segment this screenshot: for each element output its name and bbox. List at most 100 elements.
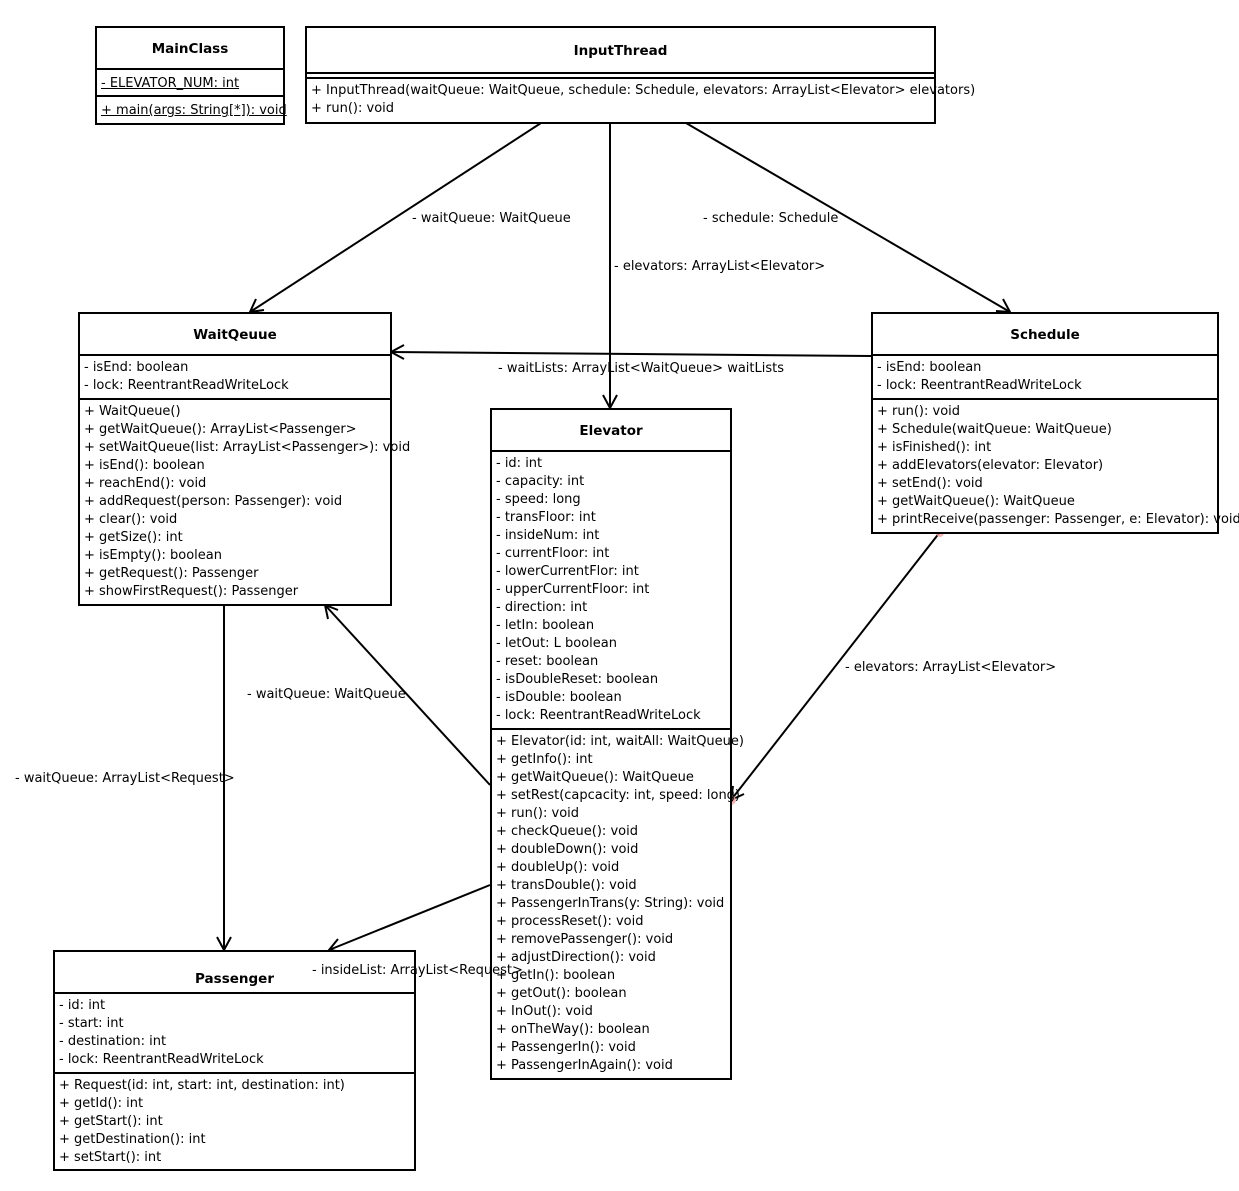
method: + isEnd(): boolean xyxy=(84,458,205,473)
method: + WaitQueue() xyxy=(84,404,181,419)
method: + main(args: String[*]): void xyxy=(101,103,287,118)
method: + getDestination(): int xyxy=(59,1132,206,1147)
label-input-schedule: - schedule: Schedule xyxy=(703,211,839,226)
method: + isEmpty(): boolean xyxy=(84,548,222,563)
assoc-schedule-waitqueue xyxy=(390,351,872,357)
attributes-section: - isEnd: boolean - lock: ReentrantReadWr… xyxy=(80,354,390,398)
attribute: - isDoubleReset: boolean xyxy=(496,672,659,687)
attribute: - upperCurrentFloor: int xyxy=(496,582,650,597)
attribute: - transFloor: int xyxy=(496,510,596,525)
method: + adjustDirection(): void xyxy=(496,950,656,965)
method: + getWaitQueue(): WaitQueue xyxy=(877,494,1075,509)
method: + processReset(): void xyxy=(496,914,644,929)
attributes-section xyxy=(307,72,934,77)
attribute: - lock: ReentrantReadWriteLock xyxy=(877,378,1082,393)
class-elevator[interactable]: Elevator - id: int - capacity: int - spe… xyxy=(490,408,744,1080)
method: + reachEnd(): void xyxy=(84,476,207,491)
methods-section: + Elevator(id: int, waitAll: WaitQueue) … xyxy=(492,728,744,1078)
method: + setStart(): int xyxy=(59,1150,162,1165)
class-inputthread[interactable]: InputThread + InputThread(waitQueue: Wai… xyxy=(305,26,975,124)
attribute: - isEnd: boolean xyxy=(84,360,189,375)
attribute: - lock: ReentrantReadWriteLock xyxy=(84,378,289,393)
class-mainclass[interactable]: MainClass - ELEVATOR_NUM: int + main(arg… xyxy=(95,26,287,125)
method: + Request(id: int, start: int, destinati… xyxy=(59,1078,345,1093)
method: + addRequest(person: Passenger): void xyxy=(84,494,343,509)
method: + checkQueue(): void xyxy=(496,824,638,839)
method: + PassengerInAgain(): void xyxy=(496,1058,673,1073)
method: + getId(): int xyxy=(59,1096,144,1111)
method: + getInfo(): int xyxy=(496,752,593,767)
label-input-elevators: - elevators: ArrayList<Elevator> xyxy=(614,259,826,274)
method: + removePassenger(): void xyxy=(496,932,674,947)
label-schedule-waitlists: - waitLists: ArrayList<WaitQueue> waitLi… xyxy=(498,361,785,376)
method: + getWaitQueue(): WaitQueue xyxy=(496,770,694,785)
attribute: - isDouble: boolean xyxy=(496,690,622,705)
method: + isFinished(): int xyxy=(877,440,992,455)
assoc-schedule-elevator xyxy=(730,531,941,801)
attribute: - id: int xyxy=(59,998,106,1013)
method: + getIn(): boolean xyxy=(496,968,616,983)
class-name: WaitQeuue xyxy=(193,327,277,343)
attribute: - lock: ReentrantReadWriteLock xyxy=(496,708,701,723)
assoc-input-waitqueue xyxy=(249,122,542,313)
method: + Elevator(id: int, waitAll: WaitQueue) xyxy=(496,734,744,749)
methods-section: + main(args: String[*]): void xyxy=(97,95,287,123)
method: + printReceive(passenger: Passenger, e: … xyxy=(877,512,1239,527)
assoc-elevator-passenger xyxy=(328,884,491,951)
method: + doubleUp(): void xyxy=(496,860,620,875)
class-schedule[interactable]: Schedule - isEnd: boolean - lock: Reentr… xyxy=(871,312,1239,534)
method: + setEnd(): void xyxy=(877,476,983,491)
class-name: Schedule xyxy=(1010,327,1080,343)
method: + doubleDown(): void xyxy=(496,842,639,857)
attributes-section: - id: int - capacity: int - speed: long … xyxy=(492,450,730,728)
attribute: - capacity: int xyxy=(496,474,585,489)
attributes-section: - id: int - start: int - destination: in… xyxy=(55,992,414,1072)
label-waitqueue-passenger: - waitQueue: ArrayList<Request> xyxy=(15,771,235,786)
method: + getSize(): int xyxy=(84,530,183,545)
methods-section: + WaitQueue() + getWaitQueue(): ArrayLis… xyxy=(80,398,411,604)
method: + InOut(): void xyxy=(496,1004,593,1019)
method: + getStart(): int xyxy=(59,1114,163,1129)
method: + run(): void xyxy=(877,404,961,419)
attribute: - letIn: boolean xyxy=(496,618,595,633)
method: + addElevators(elevator: Elevator) xyxy=(877,458,1104,473)
attribute: - speed: long xyxy=(496,492,581,507)
attribute: - start: int xyxy=(59,1016,124,1031)
attribute: - id: int xyxy=(496,456,543,471)
method: + getRequest(): Passenger xyxy=(84,566,259,581)
label-input-waitqueue: - waitQueue: WaitQueue xyxy=(412,211,571,226)
method: + onTheWay(): boolean xyxy=(496,1022,650,1037)
attribute: - insideNum: int xyxy=(496,528,600,543)
method: + setWaitQueue(list: ArrayList<Passenger… xyxy=(84,440,411,455)
methods-section: + Request(id: int, start: int, destinati… xyxy=(55,1072,414,1170)
method: + getWaitQueue(): ArrayList<Passenger> xyxy=(84,422,357,437)
label-elevator-waitqueue: - waitQueue: WaitQueue xyxy=(247,687,406,702)
attribute: - reset: boolean xyxy=(496,654,599,669)
method: + transDouble(): void xyxy=(496,878,637,893)
attribute: - isEnd: boolean xyxy=(877,360,982,375)
method: + getOut(): boolean xyxy=(496,986,627,1001)
class-name: MainClass xyxy=(151,41,229,57)
attribute: - lowerCurrentFlor: int xyxy=(496,564,639,579)
label-elevator-insidelist: - insideList: ArrayList<Request> xyxy=(312,963,523,978)
method: + clear(): void xyxy=(84,512,178,527)
class-name: InputThread xyxy=(573,43,668,59)
attributes-section: - ELEVATOR_NUM: int xyxy=(97,68,283,95)
method: + showFirstRequest(): Passenger xyxy=(84,584,299,599)
class-passenger[interactable]: Passenger - id: int - start: int - desti… xyxy=(53,950,416,1171)
method: + run(): void xyxy=(496,806,580,821)
attributes-section: - isEnd: boolean - lock: ReentrantReadWr… xyxy=(873,354,1217,398)
method: + PassengerInTrans(y: String): void xyxy=(496,896,725,911)
assoc-elevator-waitqueue xyxy=(324,604,491,786)
methods-section: + InputThread(waitQueue: WaitQueue, sche… xyxy=(307,77,975,121)
class-waitqueue[interactable]: WaitQeuue - isEnd: boolean - lock: Reent… xyxy=(78,312,411,606)
attribute: - lock: ReentrantReadWriteLock xyxy=(59,1052,264,1067)
class-name: Elevator xyxy=(579,423,643,439)
attribute: - direction: int xyxy=(496,600,588,615)
method: + run(): void xyxy=(311,101,395,116)
methods-section: + run(): void + Schedule(waitQueue: Wait… xyxy=(873,398,1239,532)
assoc-input-schedule xyxy=(685,122,1011,313)
method: + Schedule(waitQueue: WaitQueue) xyxy=(877,422,1112,437)
label-schedule-elevators: - elevators: ArrayList<Elevator> xyxy=(845,660,1057,675)
